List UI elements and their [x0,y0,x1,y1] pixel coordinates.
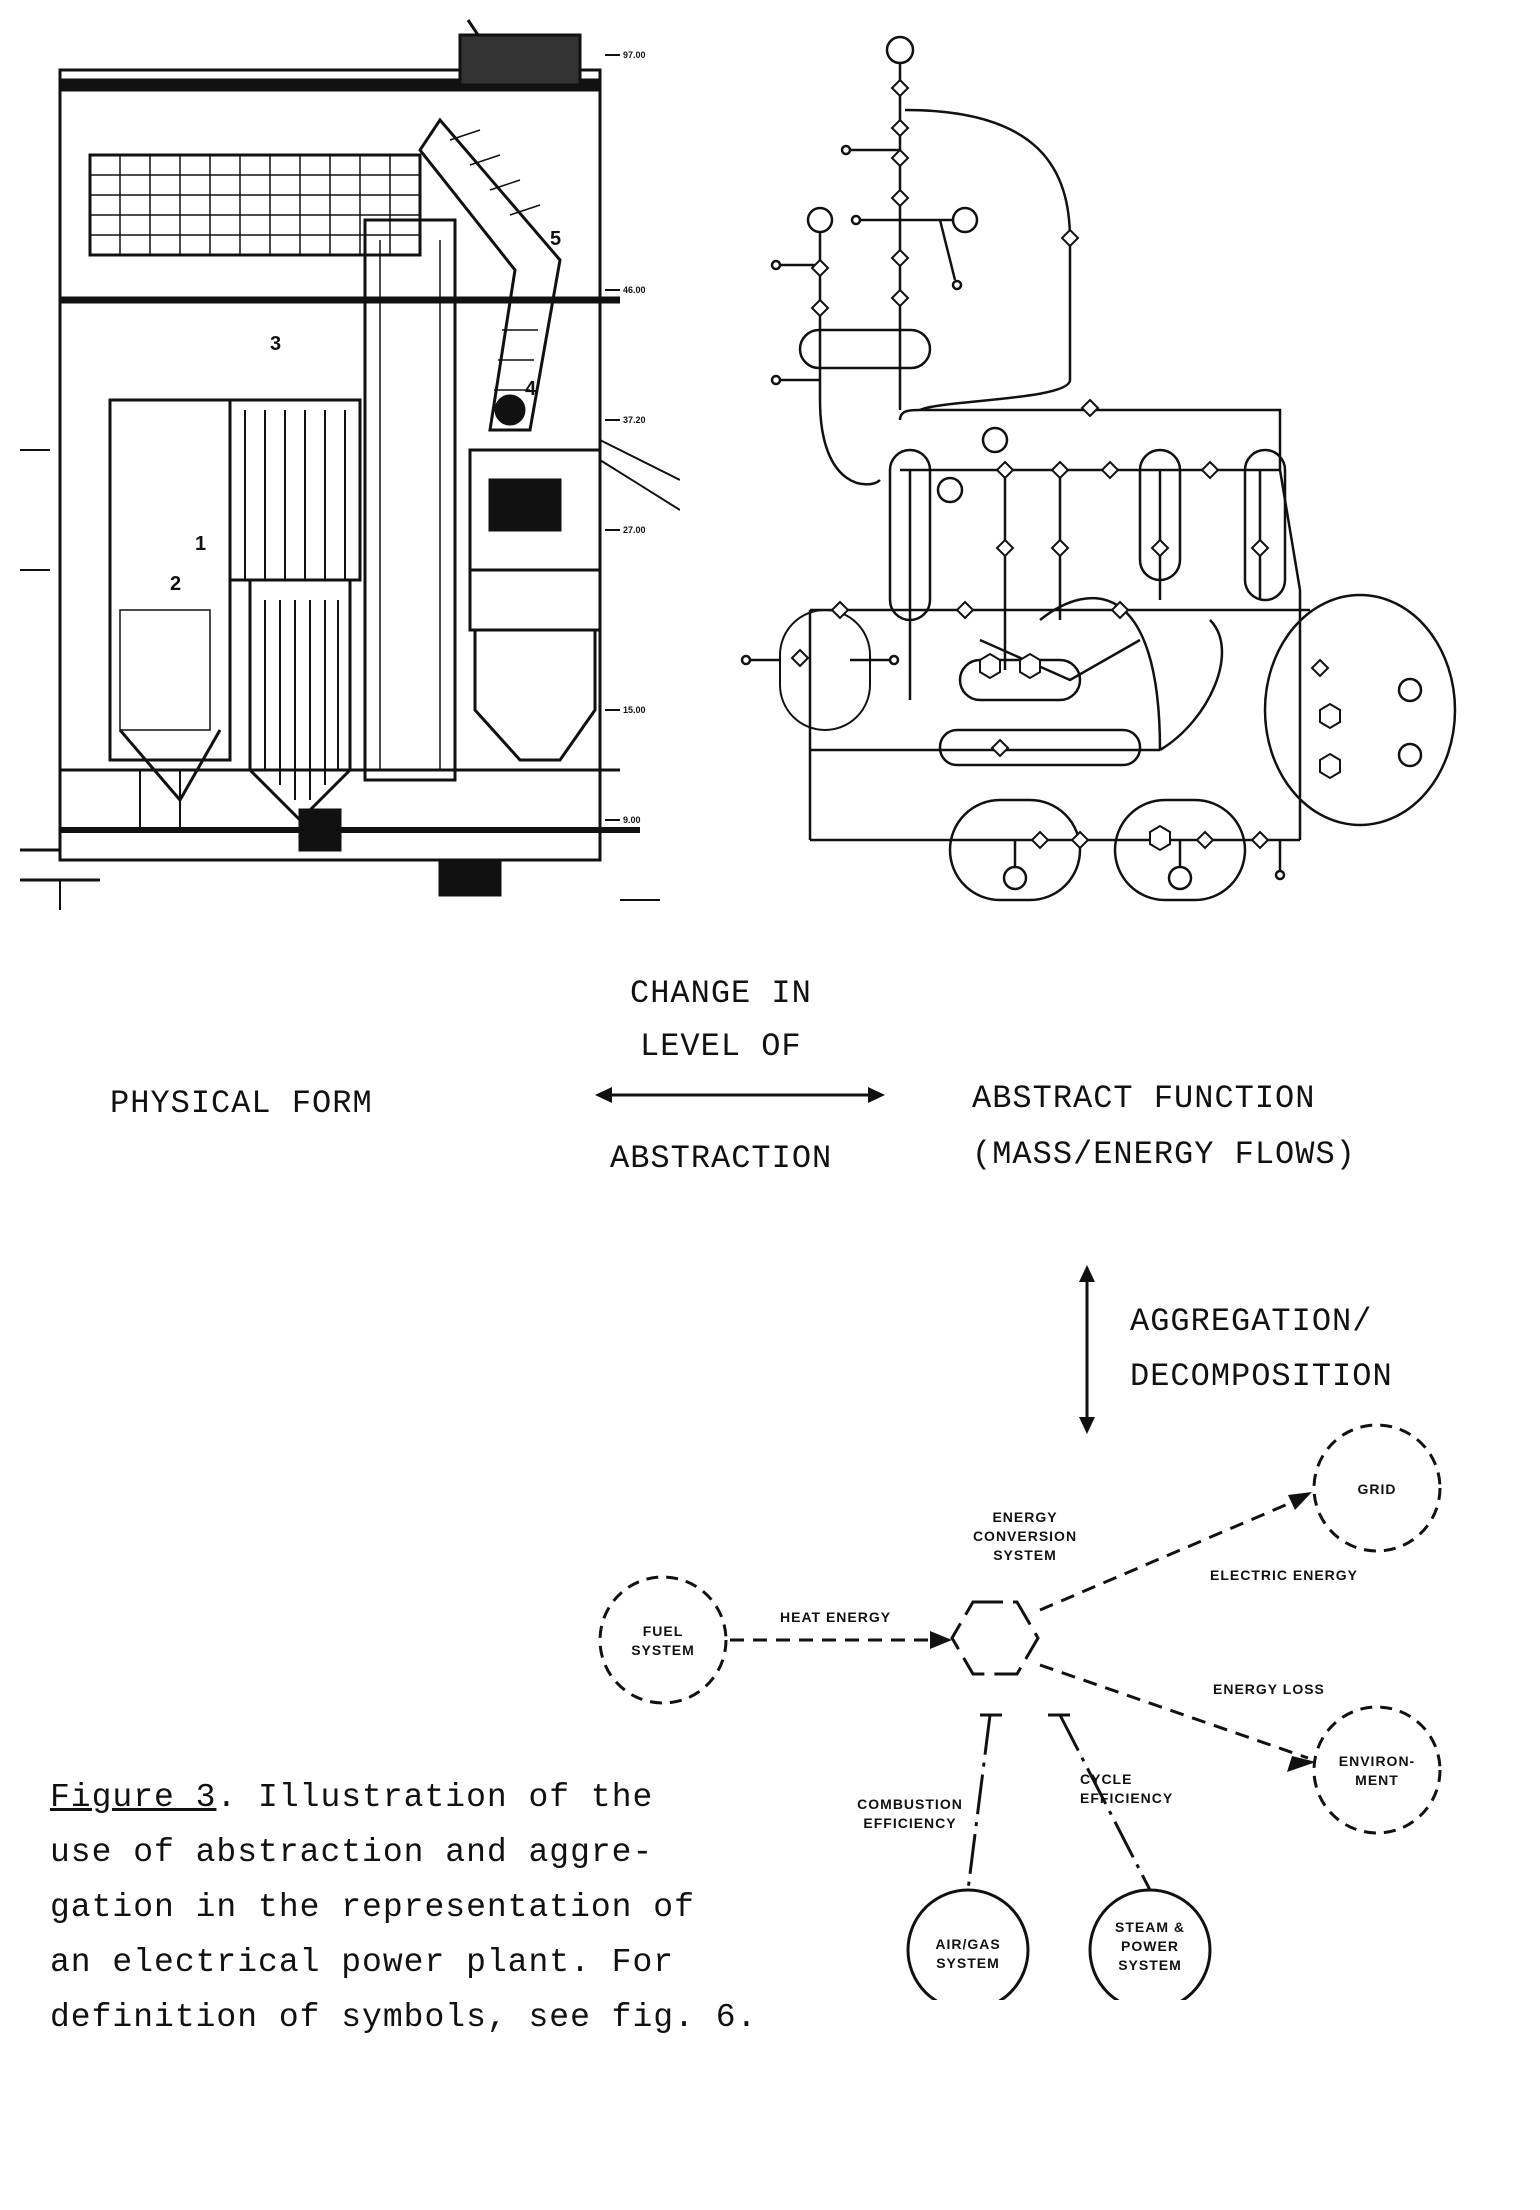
level-mark: 37.20 [623,415,646,425]
abstraction-label: ABSTRACTION [610,1140,833,1177]
abstract-function-label: ABSTRACT FUNCTION [972,1080,1316,1117]
change-in-label: CHANGE IN [630,975,812,1012]
level-mark: 27.00 [623,525,646,535]
energy-loss-label: ENERGY LOSS [1213,1681,1325,1697]
vertical-double-arrow [1079,1265,1095,1434]
physical-form-label: PHYSICAL FORM [110,1085,373,1122]
grid-node: GRID [1357,1481,1397,1497]
callout-number: 3 [270,333,281,355]
cycle-efficiency-label: CYCLE EFFICIENCY [1080,1771,1174,1806]
caption-line: . Illustration of the [216,1779,654,1816]
mass-energy-flow-network-diagram [740,35,1457,902]
power-plant-cross-section-drawing: 97.00 46.00 37.20 27.00 15.00 9.00 1 2 3… [20,19,680,910]
combustion-efficiency-label: COMBUSTION EFFICIENCY [857,1796,963,1831]
aggregation-label: AGGREGATION/ [1130,1303,1373,1340]
heat-energy-label: HEAT ENERGY [780,1609,892,1625]
callout-number: 2 [170,573,181,595]
callout-number: 1 [195,533,206,555]
caption-line: definition of symbols, see fig. 6. [50,1999,758,2036]
steam-power-system-node: STEAM & POWER SYSTEM [1115,1919,1185,1973]
electric-energy-label: ELECTRIC ENERGY [1210,1567,1359,1583]
environment-node: ENVIRON- MENT [1338,1753,1416,1788]
caption-line: gation in the representation of [50,1889,695,1926]
energy-conversion-system-label: ENERGY CONVERSION SYSTEM [972,1509,1078,1563]
caption-line: an electrical power plant. For [50,1944,675,1981]
level-mark: 15.00 [623,705,646,715]
air-gas-system-node: AIR/GAS SYSTEM [935,1936,1001,1971]
mass-energy-flows-label: (MASS/ENERGY FLOWS) [972,1136,1356,1173]
callout-number: 5 [550,228,561,250]
figure-caption: Figure 3. Illustration of the use of abs… [50,1770,850,2045]
level-mark: 9.00 [623,815,641,825]
figure-number: Figure 3 [50,1779,217,1816]
level-of-label: LEVEL OF [640,1028,802,1065]
level-mark: 97.00 [623,50,646,60]
caption-line: use of abstraction and aggre- [50,1834,654,1871]
horizontal-double-arrow [595,1087,885,1103]
level-mark: 46.00 [623,285,646,295]
callout-number: 4 [525,378,537,400]
aggregated-system-diagram [598,1423,1442,2000]
decomposition-label: DECOMPOSITION [1130,1358,1393,1395]
fuel-system-node: FUEL SYSTEM [631,1623,695,1658]
